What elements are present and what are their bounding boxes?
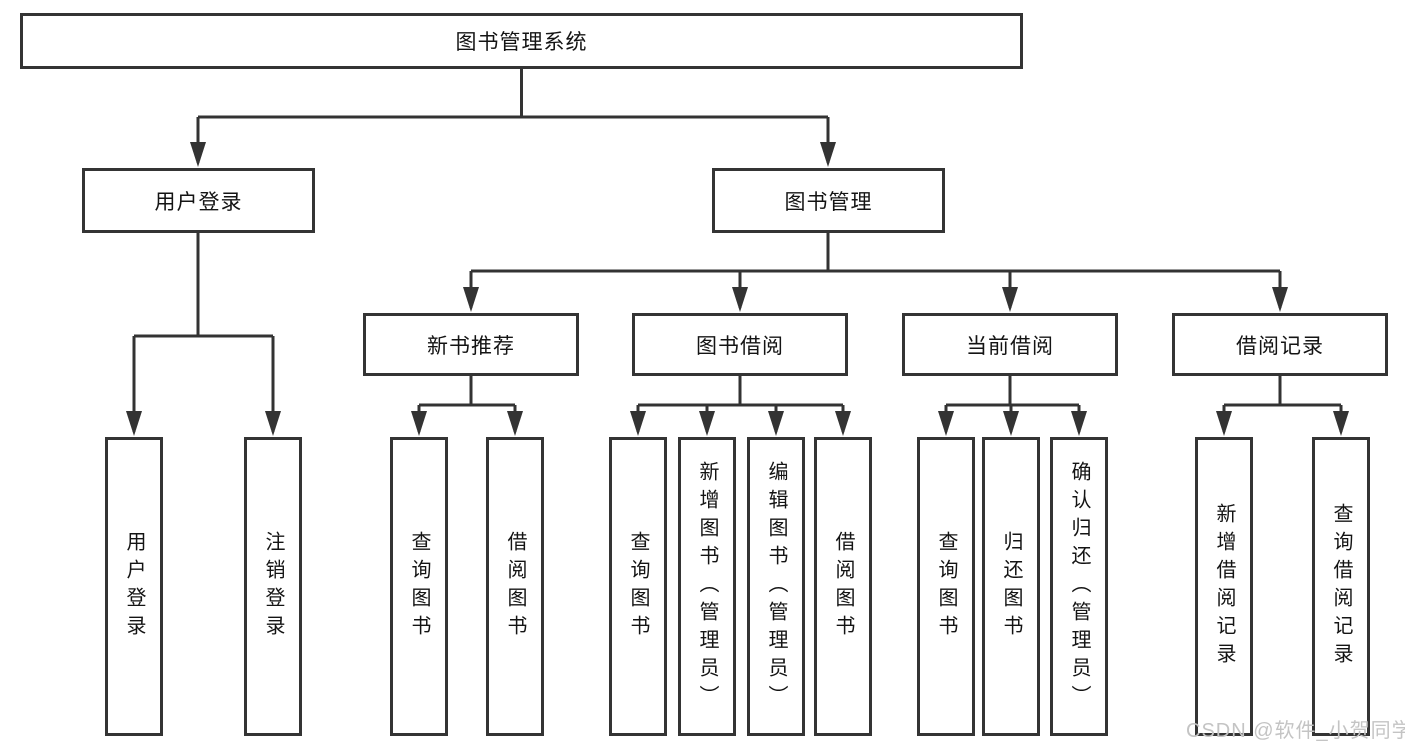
leaf-bb-add-book: 新增图书（管理员） [678,437,736,736]
leaf-bb-edit-book: 编辑图书（管理员） [747,437,805,736]
node-user-login: 用户登录 [82,168,315,233]
leaf-cb-return-book-label: 归还图书 [1000,530,1022,643]
connector-current-borrow [944,375,1081,432]
node-borrow-records: 借阅记录 [1172,313,1388,376]
node-root-label: 图书管理系统 [455,31,588,54]
leaf-nb-query-book-label: 查询图书 [408,530,430,643]
leaf-bb-add-book-label: 新增图书（管理员） [696,460,718,713]
leaf-cb-query-book: 查询图书 [917,437,975,736]
leaf-nb-borrow-book-label: 借阅图书 [504,530,526,643]
csdn-watermark: CSDN @软件_小贺同学 [1186,720,1405,742]
leaf-bb-edit-book-label: 编辑图书（管理员） [765,460,787,713]
connector-root [196,69,830,163]
node-root: 图书管理系统 [20,13,1023,69]
leaf-br-query-record: 查询借阅记录 [1312,437,1370,736]
leaf-logout: 注销登录 [244,437,302,736]
leaf-bb-query-book-label: 查询图书 [627,530,649,643]
arrow-down-icon [1216,411,1232,436]
node-book-borrow: 图书借阅 [632,313,848,376]
node-book-management: 图书管理 [712,168,945,233]
arrow-down-icon [1003,411,1019,436]
arrow-down-icon [732,287,748,312]
leaf-bb-query-book: 查询图书 [609,437,667,736]
node-current-borrow: 当前借阅 [902,313,1118,376]
arrow-down-icon [190,142,206,167]
leaf-user-login-label: 用户登录 [123,530,145,643]
arrow-down-icon [411,411,427,436]
connector-borrow-records [1222,375,1343,432]
arrow-down-icon [1333,411,1349,436]
leaf-cb-query-book-label: 查询图书 [935,530,957,643]
arrow-down-icon [507,411,523,436]
node-user-login-label: 用户登录 [154,190,243,214]
leaf-nb-query-book: 查询图书 [390,437,448,736]
node-book-borrow-label: 图书借阅 [696,334,784,358]
leaf-cb-return-book: 归还图书 [982,437,1040,736]
leaf-br-add-record: 新增借阅记录 [1195,437,1253,736]
connector-new-book [417,375,517,432]
arrow-down-icon [820,142,836,167]
leaf-bb-borrow-book: 借阅图书 [814,437,872,736]
arrow-down-icon [265,411,281,436]
node-book-management-label: 图书管理 [784,190,873,214]
node-new-book-recommend-label: 新书推荐 [427,334,515,358]
connector-book-borrow [636,375,845,432]
node-new-book-recommend: 新书推荐 [363,313,579,376]
connector-book-management [469,233,1282,308]
arrow-down-icon [1071,411,1087,436]
arrow-down-icon [938,411,954,436]
leaf-logout-label: 注销登录 [262,530,284,643]
connector-user-login [132,233,275,432]
node-current-borrow-label: 当前借阅 [966,334,1054,358]
arrow-down-icon [1272,287,1288,312]
arrow-down-icon [463,287,479,312]
leaf-bb-borrow-book-label: 借阅图书 [832,530,854,643]
leaf-br-query-record-label: 查询借阅记录 [1330,502,1352,671]
arrow-down-icon [126,411,142,436]
arrow-down-icon [1002,287,1018,312]
arrow-down-icon [630,411,646,436]
leaf-br-add-record-label: 新增借阅记录 [1213,502,1235,671]
leaf-cb-confirm-return-label: 确认归还（管理员） [1068,460,1090,713]
leaf-user-login: 用户登录 [105,437,163,736]
arrow-down-icon [835,411,851,436]
leaf-nb-borrow-book: 借阅图书 [486,437,544,736]
arrow-down-icon [699,411,715,436]
node-borrow-records-label: 借阅记录 [1236,334,1324,358]
leaf-cb-confirm-return: 确认归还（管理员） [1050,437,1108,736]
arrow-down-icon [768,411,784,436]
